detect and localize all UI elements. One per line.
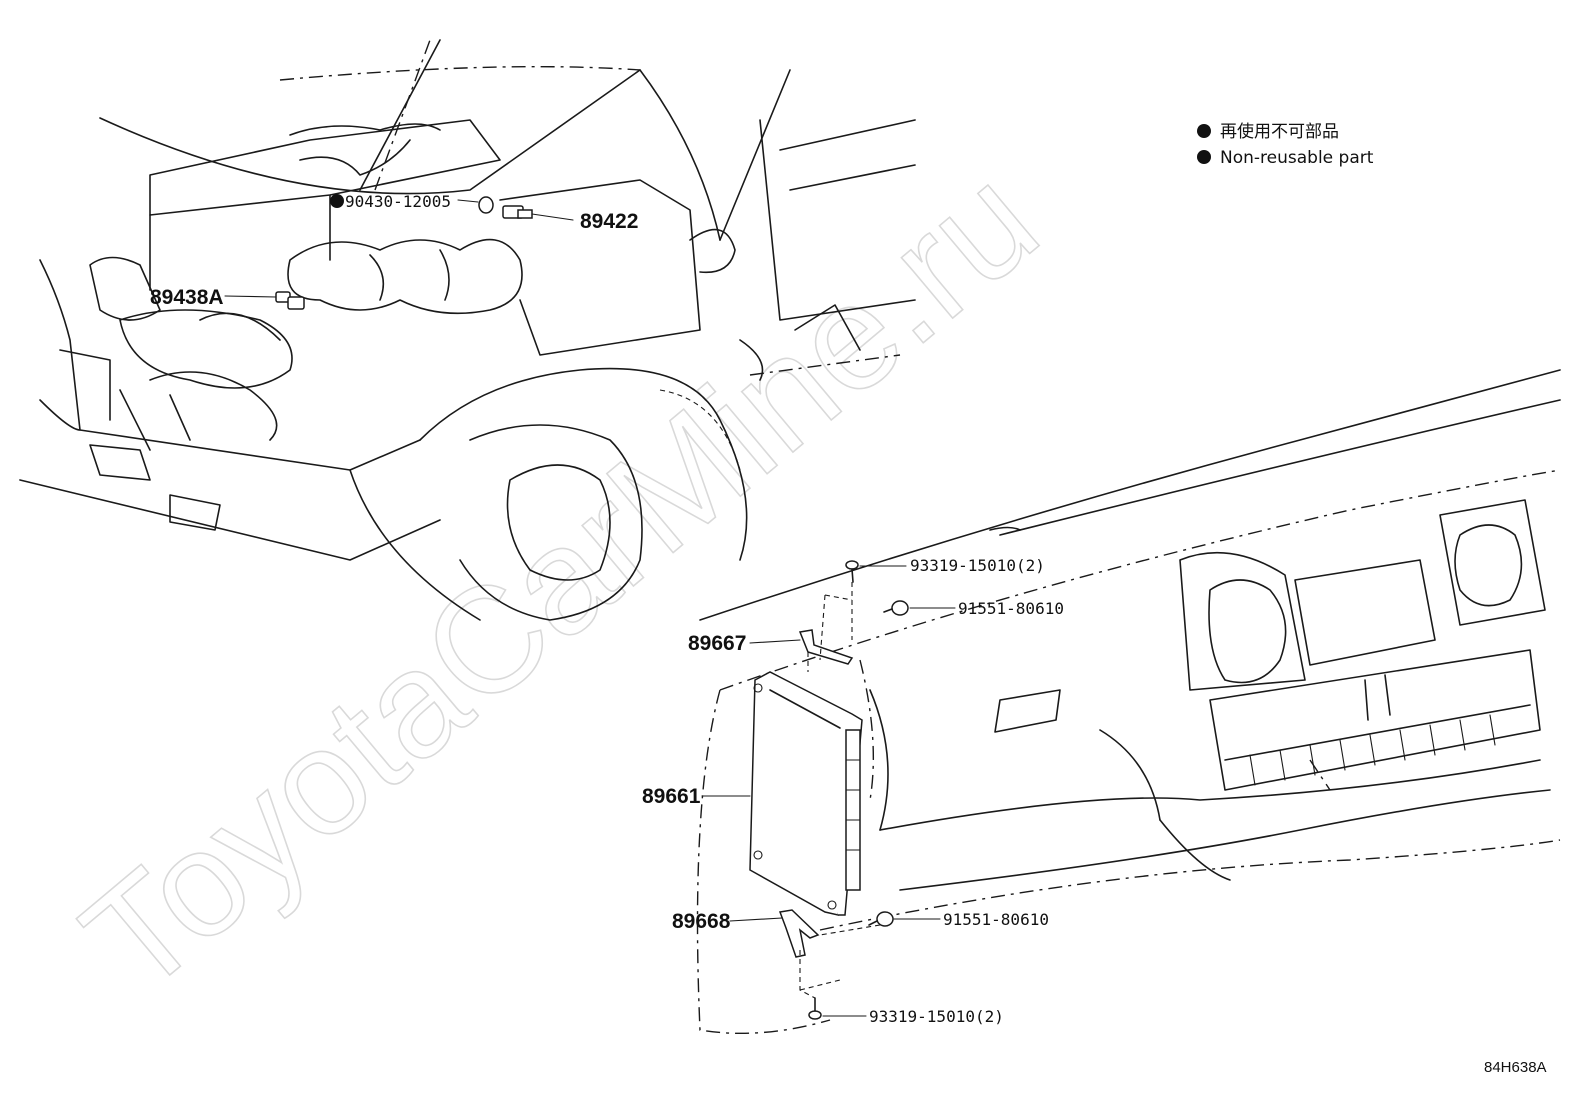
part-number-bracket-top: 89667 — [688, 632, 746, 655]
part-number-ecu: 89661 — [642, 785, 701, 808]
bracket-89667 — [798, 629, 854, 665]
sensor-89438a — [275, 291, 305, 310]
assembly-guides — [799, 582, 881, 999]
engine-bay-illustration — [19, 39, 916, 621]
bracket-89668 — [778, 909, 820, 958]
leader-lines — [224, 199, 956, 1017]
gasket-ring — [478, 196, 494, 214]
part-number-screw-bottom: 91551-80610 — [943, 910, 1049, 929]
legend-dot-jp — [1197, 124, 1211, 138]
non-reusable-marker — [330, 194, 344, 208]
part-number-bolt-top: 93319-15010(2) — [910, 556, 1045, 575]
front-vehicle-illustration — [696, 369, 1561, 1035]
screw-91551-bottom — [868, 911, 894, 927]
bolt-93319-bottom — [808, 997, 822, 1020]
part-number-gasket: 90430-12005 — [345, 192, 451, 211]
screw-91551-top — [883, 600, 909, 616]
part-number-bolt-bottom: 93319-15010(2) — [869, 1007, 1004, 1026]
part-number-sensor-top: 89422 — [580, 210, 638, 233]
diagram-code: 84H638A — [1484, 1059, 1547, 1076]
legend-text-jp: 再使用不可部品 — [1220, 121, 1339, 142]
legend-text-en: Non-reusable part — [1220, 148, 1374, 168]
ecu-89661 — [749, 671, 863, 916]
legend-dot-en — [1197, 150, 1211, 164]
legend: 再使用不可部品 Non-reusable part — [1197, 121, 1374, 168]
part-number-bracket-bottom: 89668 — [672, 910, 731, 933]
part-number-sensor-left: 89438A — [150, 286, 224, 309]
part-number-screw-top: 91551-80610 — [958, 599, 1064, 618]
bolt-93319-top — [845, 560, 859, 583]
temperature-sensor-89422 — [502, 205, 533, 219]
